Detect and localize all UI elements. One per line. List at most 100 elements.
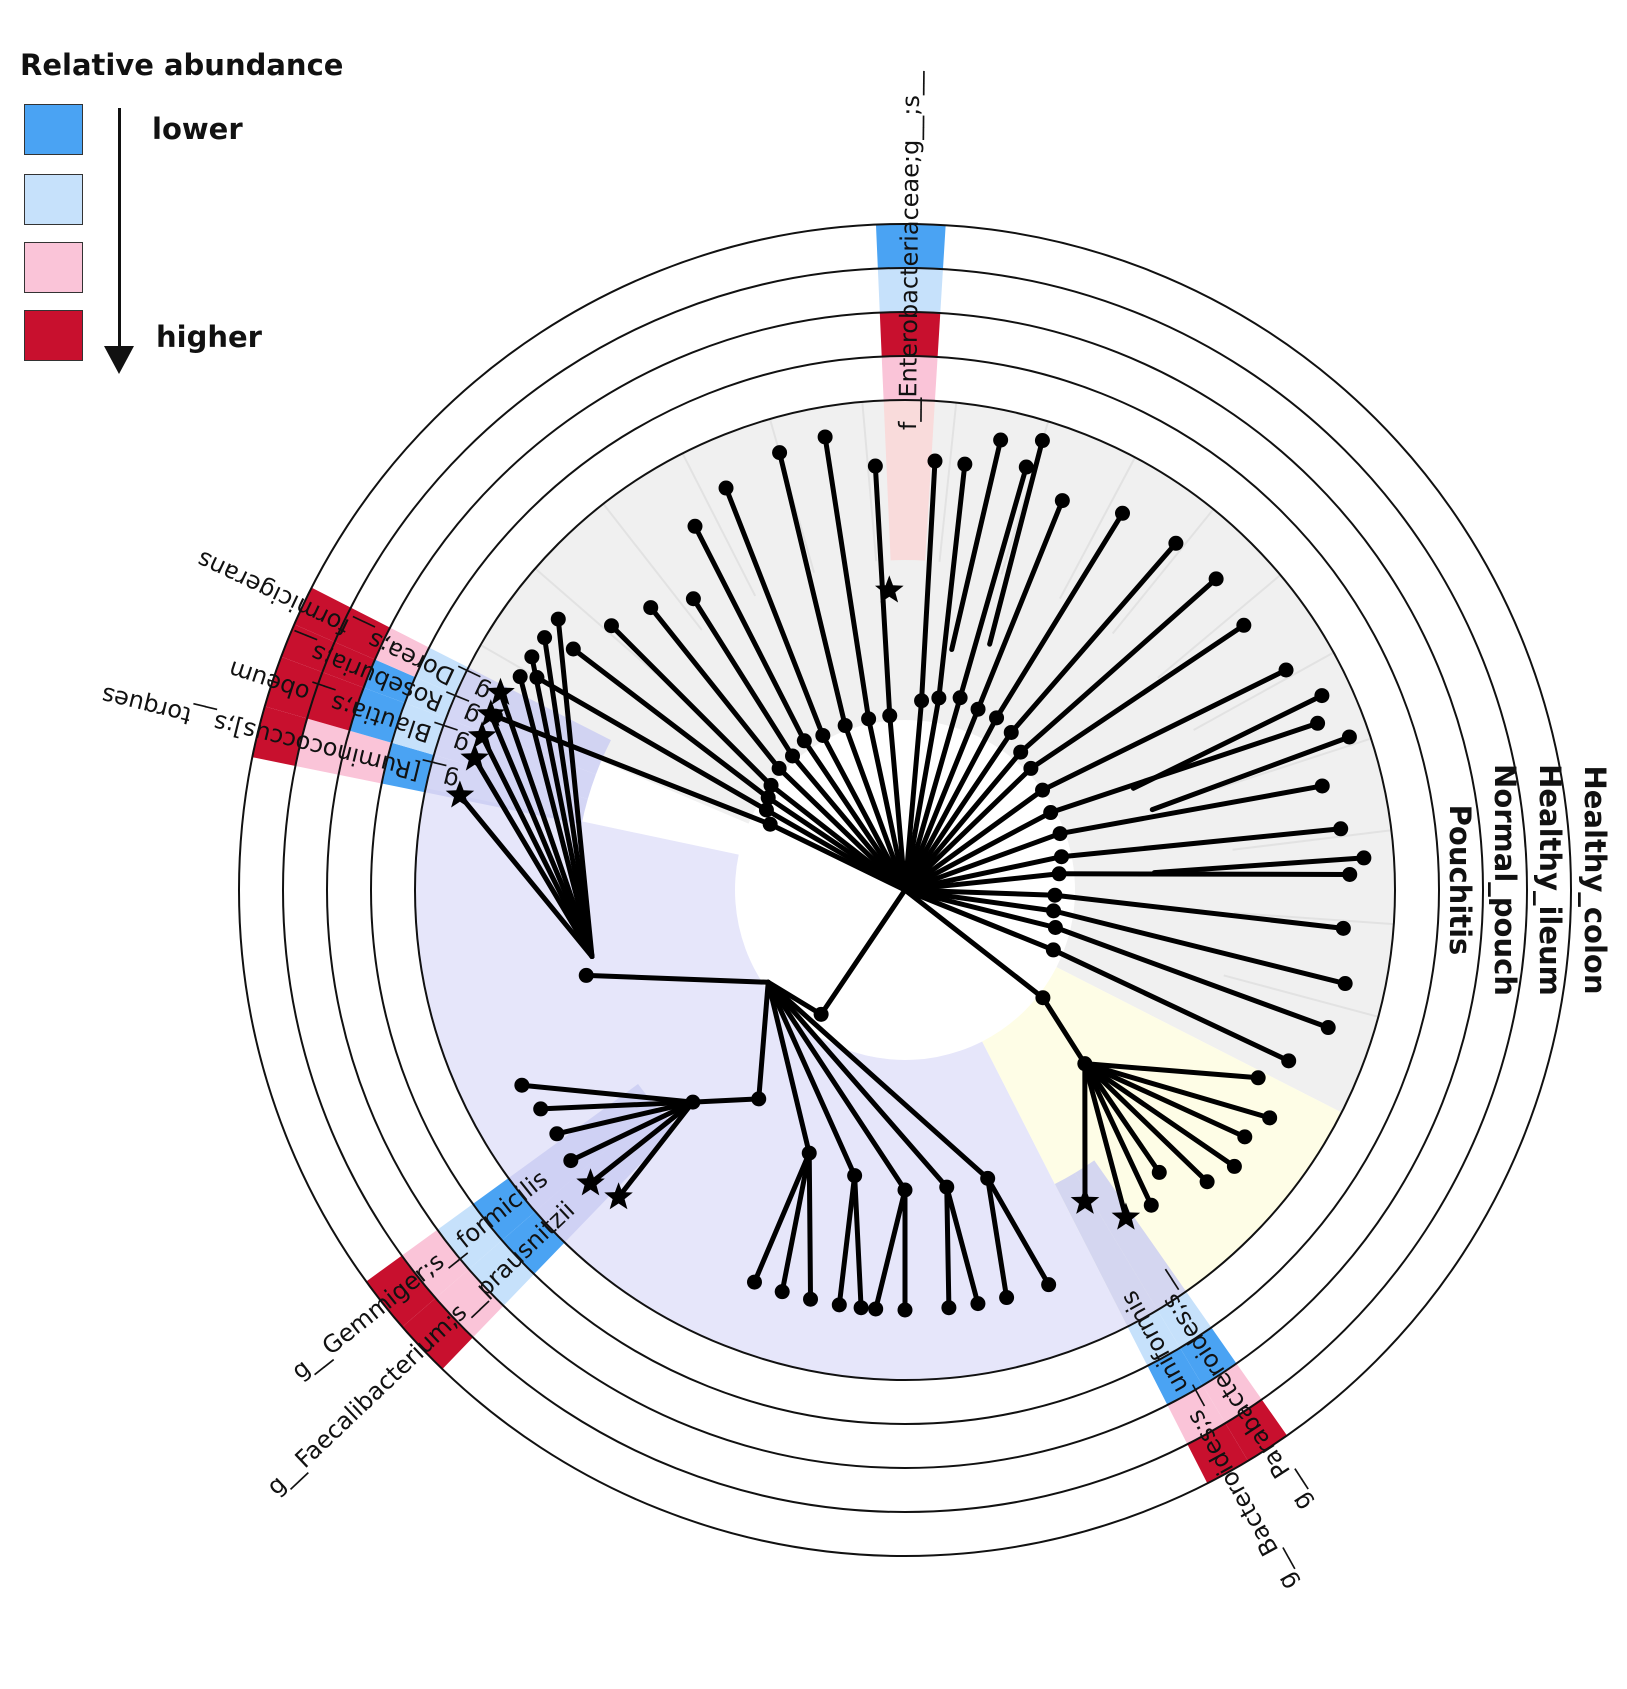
significant-star-icon (467, 721, 497, 749)
tree-node (1023, 760, 1039, 776)
tree-node (1115, 505, 1130, 521)
clade-separator (1223, 974, 1379, 1018)
ring-name-pouchitis: Pouchitis (1443, 805, 1477, 956)
tree-node (524, 649, 540, 665)
tree-branch (902, 887, 1057, 914)
ring-name-healthy_ileum: Healthy_ileum (1533, 764, 1567, 996)
tree-branch (902, 749, 1024, 893)
legend-title: Relative abundance (20, 48, 344, 82)
tree-node (817, 429, 833, 445)
tree-branch (1018, 576, 1219, 755)
tree-node (1035, 990, 1051, 1006)
significant-star-icon (875, 575, 904, 603)
tree-branch (902, 854, 1065, 893)
abundance-segment (1157, 1291, 1212, 1348)
tree-branch (836, 1173, 858, 1308)
tree-node (897, 1302, 913, 1318)
tree-branch (1149, 734, 1352, 813)
tree-nodes (445, 429, 1372, 1318)
tree-branch (902, 871, 1062, 893)
abundance-segment (264, 656, 323, 719)
tree-branch (1082, 1061, 1210, 1185)
tree-branch (768, 782, 908, 893)
significant-star-icon (1111, 1202, 1141, 1230)
tree-node (1262, 1110, 1278, 1126)
tree-node (1341, 729, 1357, 745)
clade-separator (861, 401, 878, 562)
tree-branch (902, 831, 1063, 893)
tree-node (514, 1077, 530, 1093)
tree-node (1035, 782, 1051, 798)
clade-background-gray (453, 399, 1396, 1113)
tree-node (550, 611, 566, 627)
tree-node (801, 1145, 817, 1161)
abundance-segment (404, 677, 456, 719)
tree-branch (822, 434, 872, 722)
tree-branch (801, 738, 908, 893)
tree-node (1199, 1174, 1215, 1190)
abundance-segment (1180, 1327, 1237, 1386)
tree-node (718, 480, 734, 496)
tree-node (1250, 1070, 1266, 1086)
abundance-segment (1127, 1310, 1181, 1366)
clade-separator (938, 402, 958, 562)
tree-branch (751, 1150, 812, 1285)
tree-node (1168, 535, 1184, 551)
legend-arrow-shaft (118, 108, 121, 350)
abundance-segment (468, 1240, 535, 1306)
tree-node (939, 1179, 955, 1195)
tree-node (1054, 493, 1070, 509)
tree-node (927, 453, 943, 469)
tree-node (1278, 662, 1294, 678)
tree-branch (472, 755, 595, 960)
abundance-segment (881, 356, 938, 401)
tree-branch (1082, 1061, 1273, 1121)
tree-node (897, 1182, 913, 1198)
tree-branch (1008, 540, 1179, 735)
clade-separator (681, 452, 757, 597)
tree-branch (616, 1099, 696, 1200)
tree-node (1077, 1056, 1093, 1072)
tree-node (952, 690, 968, 706)
tree-branch (902, 765, 1034, 893)
tree-branch (534, 675, 769, 813)
tree-branch (1050, 947, 1292, 1064)
abundance-segment (879, 311, 941, 357)
tree-branch (852, 1173, 864, 1311)
tree-branch (994, 510, 1125, 721)
tree-branch (1040, 995, 1088, 1067)
tree-branch (519, 1082, 696, 1105)
taxon-highlight (508, 1083, 656, 1212)
tree-node (772, 445, 788, 461)
tree-node (1051, 866, 1067, 882)
clade-separator (1232, 829, 1392, 851)
tree-node (853, 1300, 869, 1316)
tree-branch (873, 1187, 908, 1312)
ring-outline (238, 223, 1572, 1557)
significant-star-icon (486, 677, 515, 705)
tree-node (980, 1170, 996, 1186)
tree-branch (648, 605, 782, 771)
abundance-segment (437, 1203, 502, 1270)
ring-outline (370, 355, 1440, 1425)
abundance-segment (1202, 1363, 1262, 1424)
tree-branch (1059, 826, 1344, 860)
abundance-segment (1167, 1385, 1226, 1445)
tree-branch (776, 765, 908, 893)
tree-branch (936, 461, 968, 701)
tree-node (1034, 433, 1050, 449)
tree-branch (902, 810, 1054, 893)
legend-swatch-lower (24, 104, 83, 155)
tree-branch (1052, 892, 1346, 931)
abundance-segment (322, 641, 375, 688)
tree-branch (902, 715, 1000, 893)
abundance-segment (1147, 1347, 1203, 1406)
tree-branch (820, 732, 908, 893)
tree-branch (529, 654, 595, 960)
tree-branch (1052, 924, 1331, 1031)
abundance-segment (402, 1298, 473, 1370)
tree-node (785, 748, 801, 764)
abundance-segment (401, 1229, 469, 1299)
tree-branch (608, 623, 774, 788)
tree-node (751, 1091, 767, 1107)
